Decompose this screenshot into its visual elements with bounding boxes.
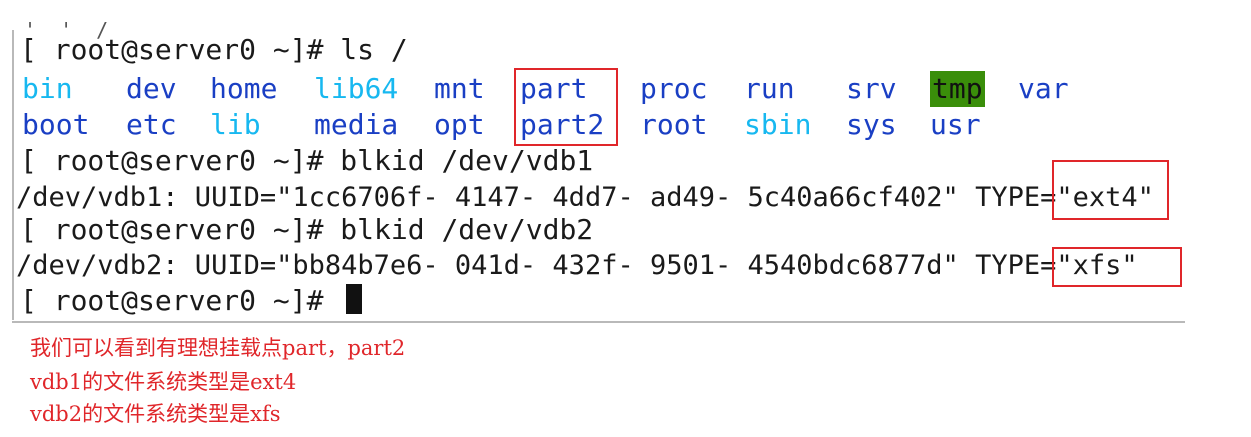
- output-vdb1: /dev/vdb1: UUID="1cc6706f- 4147- 4dd7- a…: [16, 182, 1154, 213]
- annotation-note-1: 我们可以看到有理想挂载点part，part2: [30, 336, 406, 360]
- command-text: blkid /dev/vdb1: [340, 144, 594, 177]
- prompt-line-ls: [ root@server0 ~]# ls /: [20, 32, 408, 68]
- dir-entry-mnt: mnt: [434, 72, 485, 105]
- dir-entry-root: root: [640, 108, 708, 141]
- shell-prompt: [ root@server0 ~]#: [20, 284, 341, 317]
- truncated-line-fragment: ' ' /: [24, 18, 115, 42]
- command-text: blkid /dev/vdb2: [340, 213, 594, 246]
- terminal-left-border: [12, 30, 14, 320]
- annotation-note-2: vdb1的文件系统类型是ext4: [30, 370, 297, 394]
- text-cursor: [346, 284, 363, 314]
- command-text: ls /: [340, 33, 408, 66]
- dir-entry-bin: bin: [22, 72, 73, 105]
- dir-entry-media: media: [314, 108, 399, 141]
- terminal-window[interactable]: ' ' / [ root@server0 ~]# ls / bin dev ho…: [0, 0, 1185, 323]
- dir-entry-lib64: lib64: [314, 72, 399, 105]
- terminal-bottom-border: [12, 321, 1185, 323]
- dir-entry-lib: lib: [210, 108, 261, 141]
- ext4-highlight-box: [1052, 160, 1169, 220]
- dir-entry-srv: srv: [846, 72, 897, 105]
- shell-prompt: [ root@server0 ~]#: [20, 33, 341, 66]
- part-highlight-box: [514, 68, 618, 146]
- dir-entry-tmp: tmp: [930, 71, 985, 107]
- output-vdb2: /dev/vdb2: UUID="bb84b7e6- 041d- 432f- 9…: [16, 250, 1138, 281]
- prompt-line-blkid-vdb1: [ root@server0 ~]# blkid /dev/vdb1: [20, 143, 593, 179]
- dir-entry-part: part: [520, 72, 588, 105]
- dir-entry-sbin: sbin: [744, 108, 812, 141]
- prompt-line-blkid-vdb2: [ root@server0 ~]# blkid /dev/vdb2: [20, 212, 593, 248]
- dir-entry-etc: etc: [126, 108, 177, 141]
- dir-entry-usr: usr: [930, 108, 981, 141]
- dir-entry-sys: sys: [846, 108, 897, 141]
- shell-prompt: [ root@server0 ~]#: [20, 213, 341, 246]
- shell-prompt: [ root@server0 ~]#: [20, 144, 341, 177]
- dir-entry-var: var: [1018, 72, 1069, 105]
- dir-entry-home: home: [210, 72, 278, 105]
- annotation-note-3: vdb2的文件系统类型是xfs: [30, 402, 281, 426]
- xfs-highlight-box: [1052, 247, 1182, 287]
- dir-entry-dev: dev: [126, 72, 177, 105]
- dir-entry-proc: proc: [640, 72, 708, 105]
- dir-entry-boot: boot: [22, 108, 90, 141]
- dir-entry-opt: opt: [434, 108, 485, 141]
- dir-entry-part2: part2: [520, 108, 605, 141]
- dir-entry-run: run: [744, 72, 795, 105]
- prompt-line-current[interactable]: [ root@server0 ~]#: [20, 283, 363, 319]
